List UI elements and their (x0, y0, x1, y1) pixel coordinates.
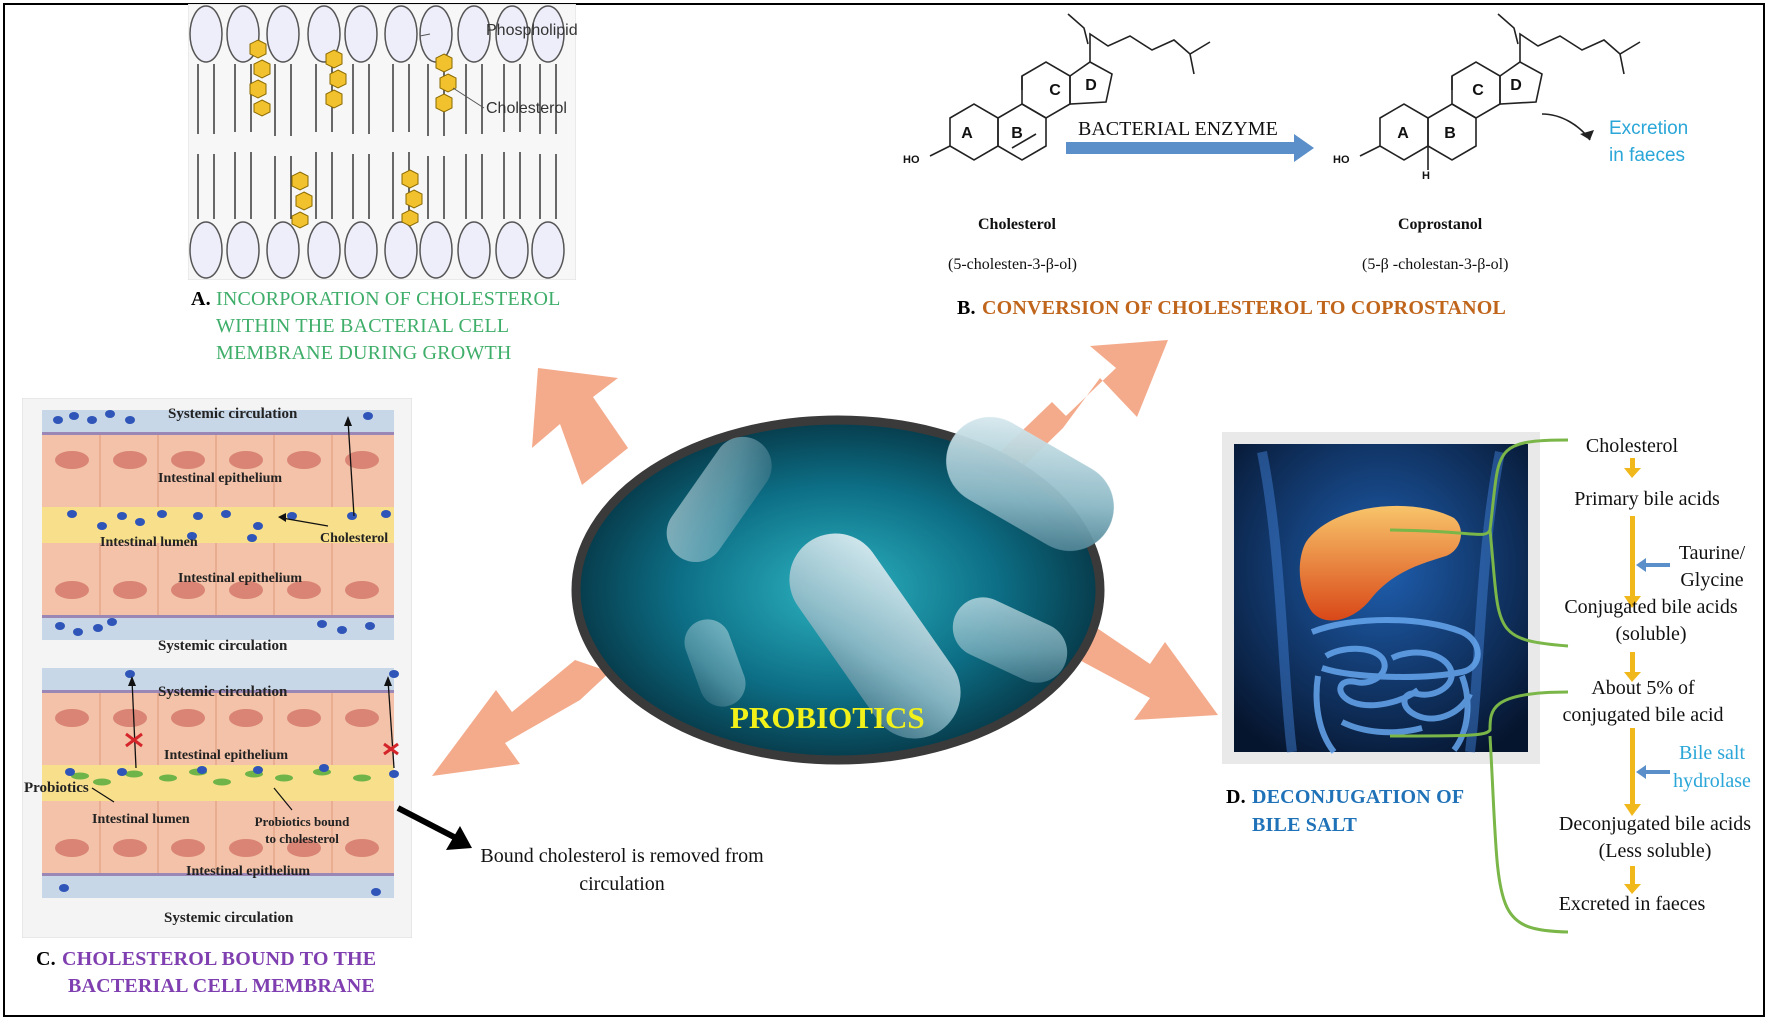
c-bot-bound-2: to cholesterol (265, 831, 339, 846)
caption-d-line2: BILE SALT (1252, 814, 1358, 836)
caption-a-letter: A. (191, 288, 211, 310)
arrow-to-b (1020, 340, 1168, 470)
ho-right: HO (1333, 154, 1350, 166)
caption-a-line2: WITHIN THE BACTERIAL CELL (216, 315, 510, 337)
flow-hydrolase-1: Bile salt (1678, 742, 1746, 764)
removal-arrow (396, 805, 472, 850)
ring-c-right: C (1472, 82, 1484, 99)
caption-c-line1: CHOLESTEROL BOUND TO THE (62, 948, 377, 970)
flow-conjugated-2: (soluble) (1615, 623, 1687, 645)
c-top-cholesterol: Cholesterol (320, 531, 389, 546)
cholesterol-molecules (249, 39, 457, 229)
membrane-figure (188, 4, 576, 280)
intestines (1310, 617, 1481, 754)
arrow-to-c (432, 660, 610, 776)
c-bot-bound-1: Probiotics bound (254, 814, 350, 829)
caption-c-letter: C. (36, 948, 56, 970)
green-brackets (1390, 438, 1569, 934)
flow-hydrolase-2: hydrolase (1673, 770, 1751, 792)
flow-taurine-1: Taurine/ (1678, 542, 1746, 564)
flow-about-1: About 5% of (1591, 677, 1695, 699)
flow-taurine-2: Glycine (1680, 569, 1744, 591)
flow-deconjugated-1: Deconjugated bile acids (1558, 813, 1752, 835)
label-phospholipid: Phospholipid (486, 22, 578, 39)
ho-left: HO (903, 154, 920, 166)
flow-arrows (1624, 458, 1641, 894)
caption-d-letter: D. (1226, 786, 1246, 808)
label-cholesterol-membrane: Cholesterol (486, 100, 567, 117)
ring-a-right: A (1397, 125, 1409, 142)
caption-b-letter: B. (957, 297, 976, 319)
c-bot-systemic-2: Systemic circulation (164, 910, 294, 926)
removed-line2: circulation (579, 873, 665, 895)
probiotics-label: PROBIOTICS (730, 700, 925, 735)
bile-flow-graphics (1390, 438, 1670, 934)
flow-primary: Primary bile acids (1574, 488, 1720, 510)
flow-about-2: conjugated bile acid (1562, 704, 1724, 726)
c-bot-epithelium-2: Intestinal epithelium (186, 864, 311, 879)
c-top-systemic-1: Systemic circulation (168, 406, 298, 422)
caption-d-line1: DECONJUGATION OF (1252, 786, 1465, 808)
ring-d-left: D (1085, 77, 1097, 94)
anatomy-figure (1222, 432, 1540, 764)
arrow-to-d (1072, 626, 1218, 720)
cholesterol-conversion-figure: A B C D A B C D (929, 13, 1641, 170)
caption-b: CONVERSION OF CHOLESTEROL TO COPROSTANOL (982, 297, 1507, 319)
flow-conjugated-1: Conjugated bile acids (1564, 596, 1738, 618)
flow-cholesterol: Cholesterol (1585, 435, 1679, 457)
phospholipid-heads (189, 5, 565, 279)
liver (1299, 505, 1461, 621)
excretion-line2: in faeces (1609, 145, 1686, 166)
arrow-to-a (532, 368, 628, 485)
c-top-epithelium-2: Intestinal epithelium (178, 571, 303, 586)
caption-a-line1: INCORPORATION OF CHOLESTEROL (216, 288, 561, 310)
coprostanol-name: Coprostanol (1398, 216, 1483, 233)
removed-line1: Bound cholesterol is removed from (480, 845, 764, 867)
flow-deconjugated-2: (Less soluble) (1598, 840, 1712, 862)
cholesterol-name: Cholesterol (978, 216, 1056, 233)
c-bot-probiotics: Probiotics (24, 780, 89, 796)
c-bot-lumen: Intestinal lumen (92, 812, 190, 827)
outer-frame (3, 3, 1765, 1017)
ring-b-right: B (1444, 125, 1456, 142)
coprostanol-formula: (5-β -cholestan-3-β-ol) (1362, 256, 1509, 273)
ring-b-left: B (1011, 125, 1023, 142)
ring-c-left: C (1049, 82, 1061, 99)
flow-excreted: Excreted in faeces (1558, 893, 1706, 915)
c-top-epithelium-1: Intestinal epithelium (158, 471, 283, 486)
c-top-lumen: Intestinal lumen (100, 535, 198, 550)
c-bot-systemic-1: Systemic circulation (158, 684, 288, 700)
cholesterol-formula: (5-cholesten-3-β-ol) (948, 256, 1077, 273)
ring-a-left: A (961, 125, 973, 142)
c-top-systemic-2: Systemic circulation (158, 638, 288, 654)
ring-d-right: D (1510, 77, 1522, 94)
h-right: H (1422, 170, 1430, 182)
excretion-line1: Excretion (1609, 118, 1689, 139)
intestine-figure (22, 398, 412, 938)
enzyme-label: BACTERIAL ENZYME (1078, 118, 1278, 140)
caption-c-line2: BACTERIAL CELL MEMBRANE (68, 975, 375, 997)
caption-a-line3: MEMBRANE DURING GROWTH (216, 342, 512, 364)
probiotics-image (571, 415, 1114, 765)
c-bot-epithelium-1: Intestinal epithelium (164, 748, 289, 763)
